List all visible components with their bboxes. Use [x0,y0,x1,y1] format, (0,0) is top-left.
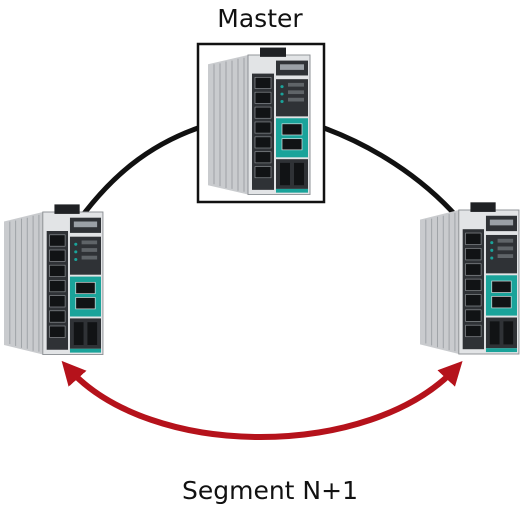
right-switch-device [419,201,520,355]
master-label: Master [217,4,303,33]
segment-label: Segment N+1 [181,476,358,505]
segment-arrow [61,360,463,440]
left-switch-device [3,203,104,355]
master-switch-device [207,47,311,196]
ring-cable-right [321,125,461,221]
